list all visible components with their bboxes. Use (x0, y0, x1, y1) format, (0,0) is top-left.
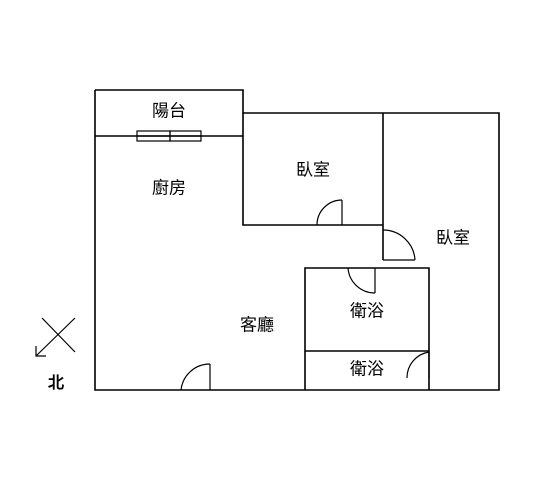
room-label-bathroom-1: 衛浴 (350, 301, 384, 322)
bathroom-walls (304, 267, 430, 390)
bedroom-2-door (382, 229, 416, 261)
outer-walls (94, 89, 500, 391)
bathroom-2-door (406, 351, 430, 379)
room-label-bedroom-2: 臥室 (436, 228, 470, 249)
balcony-sliding-door (136, 130, 202, 142)
compass-arrow-icon (35, 317, 76, 357)
room-label-balcony: 陽台 (152, 101, 186, 122)
bedroom-1-walls (242, 113, 384, 260)
room-label-bedroom-1: 臥室 (296, 160, 330, 181)
room-label-bathroom-2: 衛浴 (350, 359, 384, 380)
entrance-door (180, 363, 211, 391)
bedroom-1-door (316, 199, 343, 226)
room-label-kitchen: 廚房 (152, 178, 186, 199)
bathroom-1-door (347, 267, 376, 294)
compass-north-label: 北 (47, 373, 65, 392)
room-label-living-room: 客廳 (240, 315, 274, 336)
